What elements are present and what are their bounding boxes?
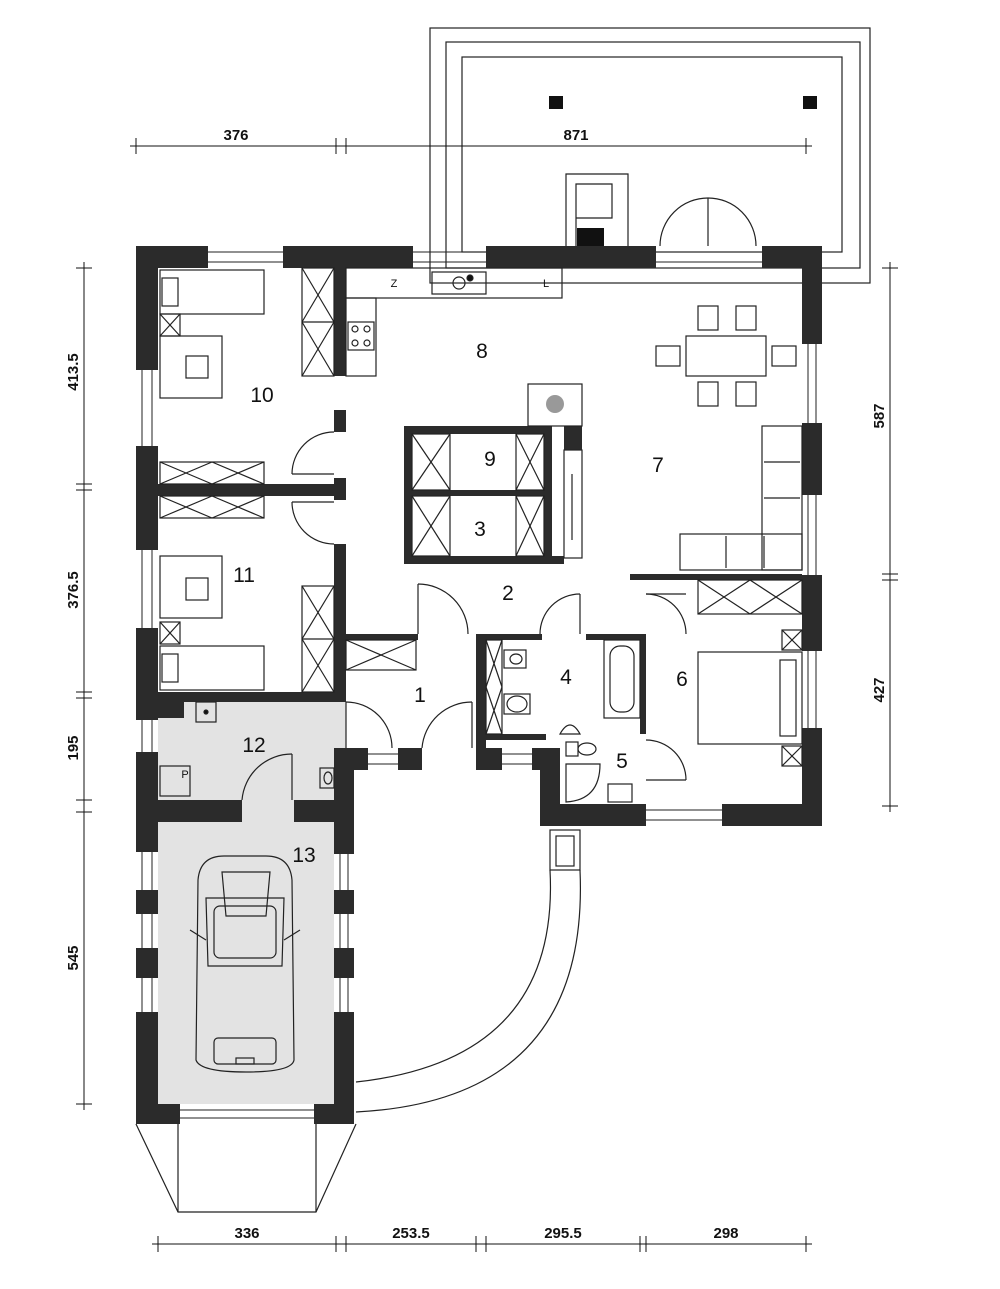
dim-bottom-2: 253.5 <box>392 1225 430 1242</box>
dim-right-1: 587 <box>871 403 888 428</box>
bathroom-fixtures <box>159 639 641 803</box>
dim-left-4: 545 <box>65 945 82 970</box>
room-7-label: 7 <box>652 454 664 477</box>
walls <box>136 246 822 1124</box>
dim-bottom-3: 295.5 <box>544 1225 582 1242</box>
kitchen <box>345 267 583 559</box>
dimension-labels: 376 871 336 253.5 295.5 298 413.5 376.5 … <box>65 127 888 1242</box>
room-13-label: 13 <box>292 844 315 867</box>
room-8-label: 8 <box>476 340 488 363</box>
room-12-label: 12 <box>242 734 265 757</box>
dim-left-3: 195 <box>65 735 82 760</box>
boiler-label: P <box>181 769 188 781</box>
dim-left-2: 376.5 <box>65 571 82 609</box>
car-icon <box>189 855 301 1073</box>
dim-bottom-4: 298 <box>713 1225 738 1242</box>
wardrobes <box>159 267 803 735</box>
garage-apron <box>135 1123 357 1213</box>
curved-path <box>355 829 581 1113</box>
room-9-label: 9 <box>484 448 496 471</box>
room-5-label: 5 <box>616 750 628 773</box>
dim-left-1: 413.5 <box>65 353 82 391</box>
room-3-label: 3 <box>474 518 486 541</box>
room-2-label: 2 <box>502 582 514 605</box>
dim-top-2: 871 <box>563 127 588 144</box>
chimney <box>565 173 629 246</box>
dim-right-2: 427 <box>871 677 888 702</box>
dimension-lines <box>76 138 898 1252</box>
garage-floor <box>158 698 346 1104</box>
terrace <box>429 27 871 284</box>
dining-set <box>655 305 797 407</box>
dishwasher-label: L <box>543 278 549 290</box>
dim-bottom-1: 336 <box>234 1225 259 1242</box>
room-1-label: 1 <box>414 684 426 707</box>
room-6-label: 6 <box>676 668 688 691</box>
windows <box>141 251 817 1119</box>
furniture <box>159 269 803 767</box>
sofa <box>679 425 803 571</box>
dim-top-1: 376 <box>223 127 248 144</box>
room-10-label: 10 <box>250 384 273 407</box>
room-numbers: 1 2 3 4 5 6 7 8 9 10 11 12 13 <box>233 340 688 867</box>
fridge-label: Z <box>391 278 398 290</box>
fixture-labels: Z L P <box>181 278 549 781</box>
doors <box>241 197 757 801</box>
room-11-label: 11 <box>233 564 255 587</box>
room-4-label: 4 <box>560 666 572 689</box>
